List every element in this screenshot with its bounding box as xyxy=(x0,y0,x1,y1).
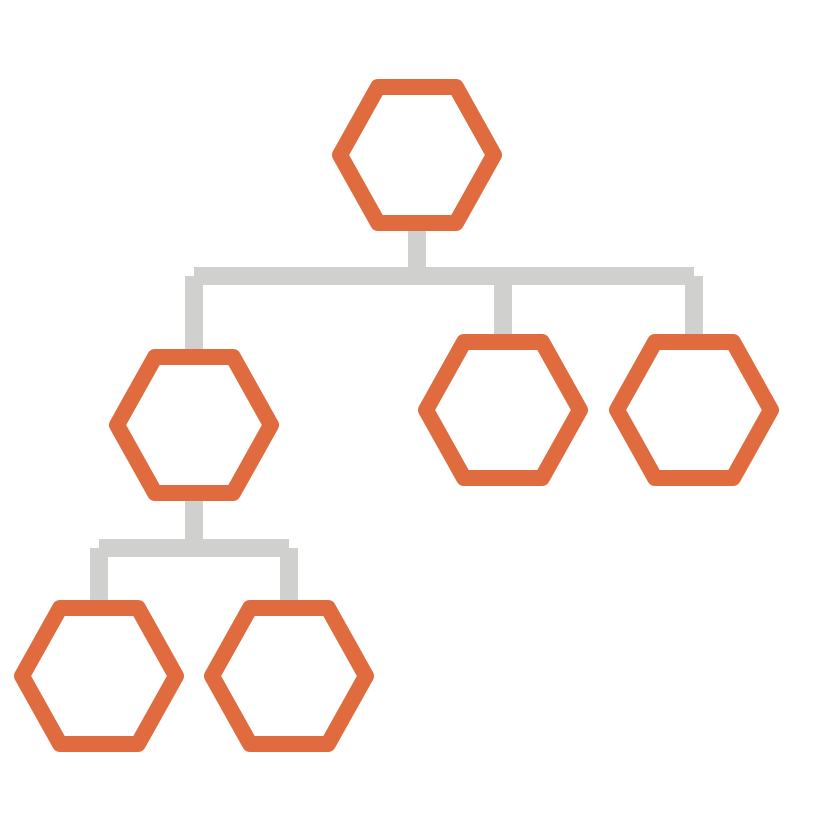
hexagon-node-child-2 xyxy=(418,334,588,486)
connector-root xyxy=(185,223,703,357)
connector-child-1 xyxy=(90,493,298,608)
hexagon-node-grandchild-1 xyxy=(14,600,184,752)
hexagon-node-root xyxy=(332,79,502,231)
connectors xyxy=(90,223,703,608)
hexagon-node-child-1 xyxy=(109,349,279,501)
hexagon-node-grandchild-2 xyxy=(204,600,374,752)
nodes xyxy=(14,79,779,752)
hexagon-node-child-3 xyxy=(609,334,779,486)
